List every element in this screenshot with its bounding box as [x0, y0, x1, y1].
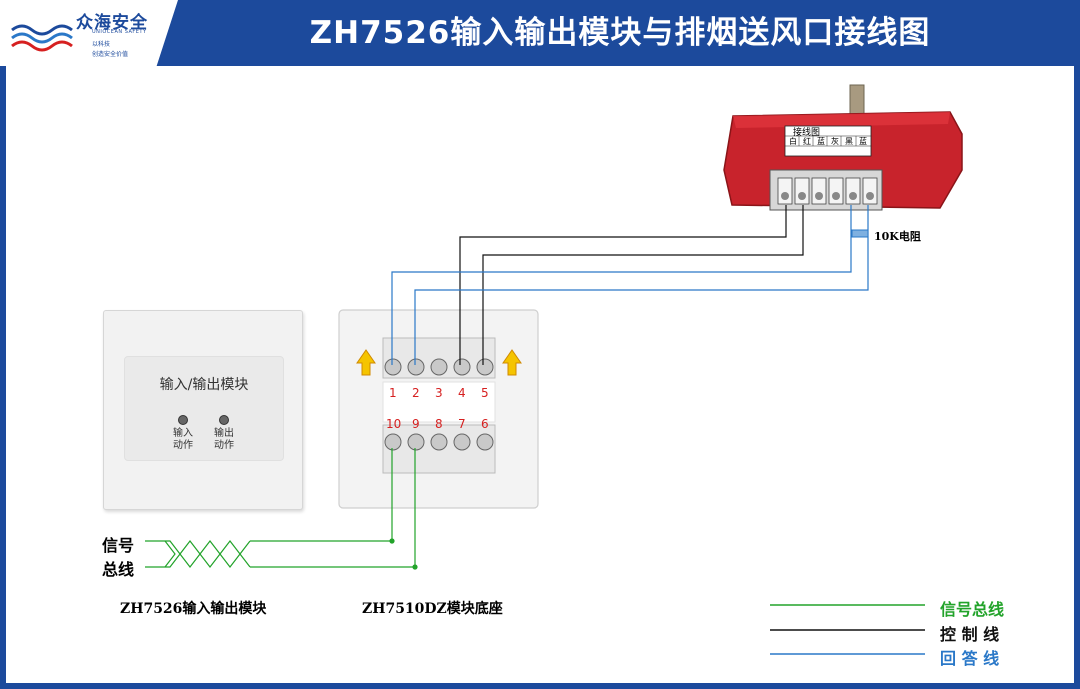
signal-bus-label-1: 信号 — [102, 536, 135, 555]
control-line-4 — [459, 205, 787, 365]
damper-col: 红 — [803, 137, 811, 146]
answer-line-2 — [414, 205, 869, 365]
terminal-number: 4 — [458, 386, 466, 400]
arrow-up-icon-right — [502, 349, 522, 376]
led-output-icon — [219, 415, 229, 425]
logo: 众海安全 UNIOCEAN SAFETY 以科技 创造安全价值 — [0, 0, 178, 66]
bottom-screws — [384, 433, 494, 451]
damper-col: 灰 — [831, 137, 839, 146]
header-bar: 众海安全 UNIOCEAN SAFETY 以科技 创造安全价值 ZH7526输入… — [0, 0, 1080, 66]
terminal-number: 2 — [412, 386, 420, 400]
signal-bus-label-2: 总线 — [102, 560, 135, 579]
logo-slogan-2: 创造安全价值 — [92, 51, 129, 58]
arrow-up-icon-left — [356, 349, 376, 376]
terminal-number: 10 — [386, 417, 402, 431]
caption-module: ZH7526输入输出模块 — [120, 601, 267, 617]
logo-slogan-1: 以科技 — [92, 41, 111, 48]
terminal-number: 6 — [481, 417, 489, 431]
damper-col: 蓝 — [817, 137, 825, 146]
logo-wave-icon — [11, 24, 73, 52]
led-input-icon — [178, 415, 188, 425]
page-title: ZH7526输入输出模块与排烟送风口接线图 — [309, 15, 931, 51]
led-input-label: 输入 动作 — [173, 428, 193, 451]
caption-base: ZH7510DZ模块底座 — [362, 601, 503, 617]
control-lines — [459, 205, 804, 365]
damper-plate-header: 接线图 — [793, 128, 821, 138]
resistor-label: 10K电阻 — [874, 230, 921, 243]
module-base — [338, 309, 539, 509]
led-output-label: 输出 动作 — [214, 428, 234, 451]
logo-name: 众海安全 — [76, 13, 148, 33]
answer-lines — [391, 205, 869, 365]
terminal-number: 8 — [435, 417, 443, 431]
damper-wiring-plate — [784, 125, 872, 157]
logo-english: UNIOCEAN SAFETY — [92, 29, 147, 35]
legend-signal-bus: 信号总线 — [940, 600, 1005, 619]
module-title: 输入/输出模块 — [159, 377, 249, 393]
damper-col: 黑 — [845, 137, 853, 146]
damper-plate-cols: 白 红 蓝 灰 黑 蓝 — [786, 136, 872, 147]
legend-answer-line: 回 答 线 — [940, 649, 1000, 668]
legend-lines — [770, 604, 925, 655]
smoke-damper — [723, 84, 963, 211]
control-line-5 — [482, 205, 804, 365]
resistor-10k — [851, 229, 869, 238]
terminal-number: 1 — [389, 386, 397, 400]
answer-line-1 — [391, 205, 852, 365]
damper-col: 蓝 — [859, 137, 867, 146]
terminal-number: 7 — [458, 417, 466, 431]
top-screws — [384, 358, 494, 376]
damper-col: 白 — [789, 137, 797, 146]
terminal-number: 3 — [435, 386, 443, 400]
signal-bus — [145, 448, 418, 570]
module-face: 输入/输出模块 输入 动作 输出 动作 — [103, 310, 303, 510]
module-window: 输入/输出模块 输入 动作 输出 动作 — [124, 356, 284, 461]
terminal-number: 5 — [481, 386, 489, 400]
terminal-number: 9 — [412, 417, 420, 431]
legend-control-line: 控 制 线 — [940, 625, 1000, 644]
